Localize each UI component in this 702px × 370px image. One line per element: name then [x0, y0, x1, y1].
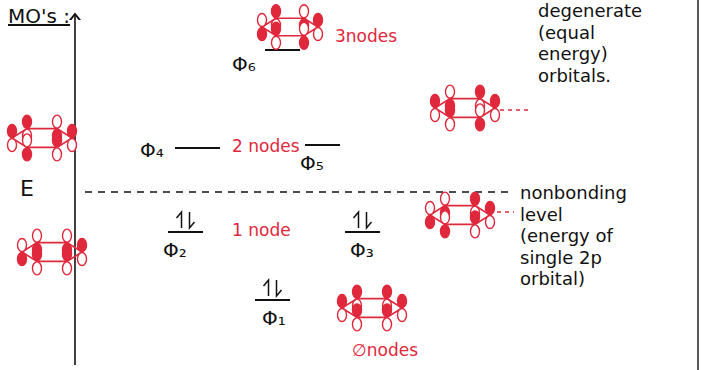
node-count: 3nodes — [335, 26, 397, 46]
orbital-drawing — [258, 5, 323, 49]
node-count: 2 nodes — [232, 136, 300, 156]
electron-pair — [354, 212, 372, 228]
energy-level — [345, 231, 380, 233]
orbital-drawing — [18, 229, 87, 275]
node-count: 1 node — [232, 220, 291, 240]
orbital-label: Φ₂ — [163, 238, 187, 262]
electron-pair — [264, 280, 282, 296]
orbital-label: Φ₄ — [140, 138, 164, 162]
electron-pair — [177, 212, 195, 228]
energy-level — [265, 49, 300, 51]
orbital-drawing — [431, 85, 500, 131]
energy-level — [168, 231, 203, 233]
orbital-drawing — [8, 115, 77, 161]
heading: MO's : — [8, 4, 70, 28]
orbital-label: Φ₅ — [300, 151, 324, 175]
energy-level — [175, 147, 220, 149]
orbital-drawing — [426, 192, 495, 238]
energy-level — [305, 144, 340, 146]
orbital-label: Φ₃ — [350, 238, 374, 262]
orbital-label: Φ₁ — [262, 306, 286, 330]
note: degenerate (equal energy) orbitals. — [538, 0, 668, 86]
energy-level — [255, 299, 290, 301]
energy-axis — [74, 14, 76, 365]
orbital-label: Φ₆ — [232, 52, 256, 76]
margin-line — [697, 0, 698, 370]
nonbonding-line — [85, 191, 512, 192]
leader-dash — [500, 109, 528, 110]
leader-dash — [497, 211, 514, 212]
axis-label: E — [20, 176, 34, 202]
node-count: ∅nodes — [352, 340, 418, 360]
orbital-drawing — [338, 285, 407, 331]
note: nonbonding level (energy of single 2p or… — [520, 182, 635, 290]
